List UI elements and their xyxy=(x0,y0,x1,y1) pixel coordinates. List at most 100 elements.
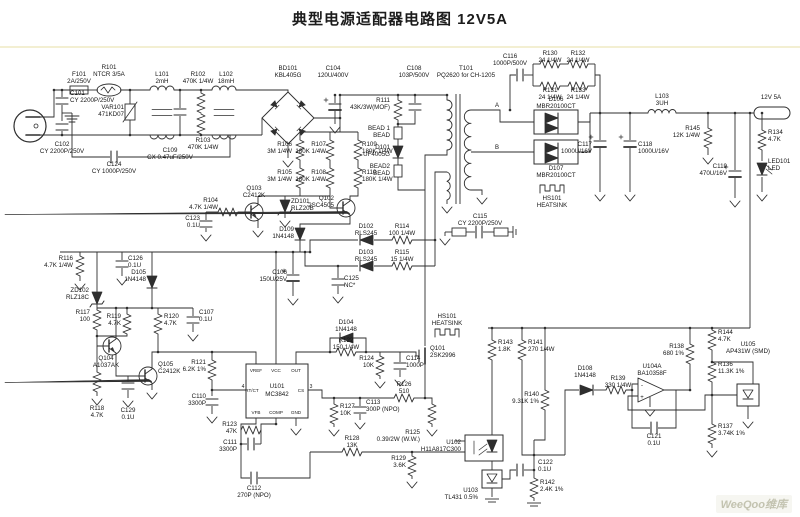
resistor-icon xyxy=(391,235,413,245)
label-Q103: C2412K xyxy=(243,192,266,199)
label-U102: U102 xyxy=(446,439,461,446)
label-C101: CY 2200P/250V xyxy=(70,97,115,104)
label-R115: 15 1/4W xyxy=(390,256,413,263)
resistor-icon xyxy=(196,92,206,114)
wire xyxy=(627,394,712,411)
zener-icon xyxy=(91,291,103,305)
label-ZD102: RLZ18C xyxy=(66,294,90,301)
diode-icon xyxy=(392,145,404,159)
resistor-icon xyxy=(295,139,305,161)
label-R116: R116 xyxy=(59,255,74,262)
resistor-icon xyxy=(240,425,262,435)
resistor-icon xyxy=(540,389,550,411)
junction-dot xyxy=(364,350,368,354)
zener-icon xyxy=(277,208,293,216)
label-R131: R131 xyxy=(543,87,558,94)
zener-icon xyxy=(89,300,105,308)
resistor-icon xyxy=(707,423,717,445)
junction-dot xyxy=(508,108,512,112)
label-D105: D105 xyxy=(131,269,146,276)
resistor-icon xyxy=(487,339,497,361)
resistor-icon xyxy=(122,313,132,335)
label-D102: D102 xyxy=(359,223,374,230)
label-BEAD2: BEAD xyxy=(373,170,390,177)
wire xyxy=(258,452,311,479)
plus-icon xyxy=(281,268,287,274)
label-C107: C107 xyxy=(199,309,214,316)
diode-icon xyxy=(544,112,559,124)
label-L101: 2mH xyxy=(155,78,168,85)
ground-icon xyxy=(354,422,366,430)
label-D101: UF4005G xyxy=(363,151,390,158)
diode-icon xyxy=(544,152,559,164)
label-R132: R132 xyxy=(571,50,586,57)
label-C124: CY 1000P/250V xyxy=(92,168,137,175)
ground-icon xyxy=(441,206,453,214)
transistor-arrow-icon xyxy=(4,379,153,383)
label-R101: R101 xyxy=(102,64,117,71)
resistor-icon xyxy=(685,343,695,365)
label-C112: C112 xyxy=(247,485,262,492)
plus-icon xyxy=(323,97,329,103)
bead-icon xyxy=(393,126,403,140)
ground-icon xyxy=(328,429,340,437)
zener-icon xyxy=(279,199,291,213)
transistor-icon xyxy=(108,347,117,356)
wire xyxy=(353,337,367,352)
junction-dot xyxy=(199,88,203,92)
ground-icon xyxy=(439,238,451,246)
junction-dot xyxy=(748,111,752,115)
label-R132: 24 1/4W xyxy=(566,57,589,64)
plus-icon xyxy=(588,134,594,140)
label-HS101: HS101 xyxy=(438,313,457,320)
label-Q105: C2412K xyxy=(158,368,181,375)
capacitor-icon xyxy=(393,362,407,370)
ground-icon xyxy=(742,421,754,429)
wire xyxy=(314,95,341,119)
label-R117: 100 xyxy=(80,316,91,323)
wire xyxy=(509,74,516,110)
label-R108: R108 xyxy=(311,169,326,176)
label-BEAD2: BEAD2 xyxy=(370,163,391,170)
wire xyxy=(118,135,231,158)
label-R102: R102 xyxy=(191,71,206,78)
junction-dot xyxy=(706,111,710,115)
pin-text: GND xyxy=(291,410,302,415)
label-C118: 1000U/16V xyxy=(638,148,670,155)
junction-dot xyxy=(760,111,764,115)
wire xyxy=(97,334,128,337)
junction-dot xyxy=(543,326,547,330)
label-C122: C122 xyxy=(538,459,553,466)
inductor-icon xyxy=(647,109,677,114)
diode-icon xyxy=(579,384,594,396)
label-R127: R127 xyxy=(340,403,355,410)
pin-text: VREF xyxy=(250,368,262,373)
junction-dot xyxy=(710,326,714,330)
label-R126: R126 xyxy=(397,381,412,388)
ground-icon xyxy=(394,379,406,387)
label-R138: R138 xyxy=(669,343,684,350)
opamp-icon xyxy=(637,377,665,403)
label-Q104: Q104 xyxy=(98,355,114,362)
diode-icon xyxy=(544,122,559,134)
ground-icon xyxy=(406,481,418,489)
label-R123: R123 xyxy=(222,421,237,428)
resistor-icon xyxy=(325,167,335,189)
capacitor-icon xyxy=(516,463,524,477)
junction-dot xyxy=(210,350,214,354)
watermark: WeeQoo维库 xyxy=(715,495,792,513)
junction-dot xyxy=(688,388,692,392)
capacitor-icon xyxy=(55,123,69,131)
label-Q105: Q105 xyxy=(158,361,174,368)
label-R103: R103 xyxy=(196,137,211,144)
capacitor-icon xyxy=(247,437,255,451)
junction-dot xyxy=(274,250,278,254)
resistor-icon xyxy=(375,355,385,377)
capacitor-icon xyxy=(353,406,367,414)
label-C113: C113 xyxy=(366,399,381,406)
label-R143: R143 xyxy=(498,339,513,346)
wire xyxy=(578,113,591,153)
label-VAR101: VAR101 xyxy=(101,104,124,111)
label-C115: C115 xyxy=(473,213,488,220)
junction-dot xyxy=(332,396,336,400)
